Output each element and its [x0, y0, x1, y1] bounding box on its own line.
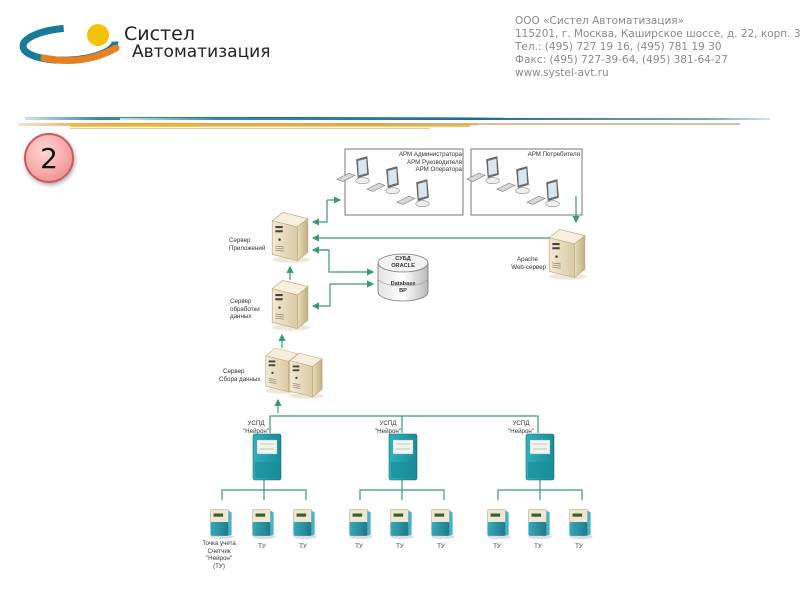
- label-line: СУБД: [395, 256, 411, 262]
- database-icon: [377, 253, 429, 302]
- label-line: Приложений: [229, 244, 266, 252]
- header-divider-stripes: [18, 117, 770, 129]
- label-line: Сервер: [223, 368, 245, 375]
- label-line: УСПД: [512, 420, 530, 427]
- company-phone: Тел.: (495) 727 19 16, (495) 781 19 30: [515, 41, 722, 53]
- label-line: BP: [399, 287, 407, 294]
- meter-icon: [430, 508, 455, 539]
- meter-icon: [389, 508, 414, 539]
- company-address: 115201, г. Москва, Каширское шоссе, д. 2…: [515, 28, 800, 40]
- web-server-icon: [548, 228, 587, 280]
- label-line: обработки: [230, 305, 260, 313]
- meter-label: ТУ: [493, 543, 501, 550]
- company-name: ООО «Систел Автоматизация»: [515, 15, 685, 27]
- uspd-label: УСПД "Нейрон": [368, 420, 408, 435]
- meter-label: ТУ: [396, 543, 404, 550]
- ws-label-manager: АРМ Руководителя: [406, 158, 462, 166]
- processing-server-label: Сервер обработки данных: [230, 298, 260, 321]
- uspd-label: УСПД "Нейрон": [501, 420, 541, 435]
- label-line: "Нейрон": [507, 427, 535, 435]
- uspd-device-icon: [252, 433, 282, 481]
- ws-label-admin: АРМ Администратора: [398, 151, 462, 158]
- collection-server-icon: [289, 352, 324, 400]
- logo-text-line1: Систел: [124, 23, 195, 45]
- workstations-left-labels: АРМ Администратора АРМ Руководителя АРМ …: [370, 151, 462, 174]
- connection-lines: [221, 196, 583, 500]
- company-website[interactable]: www.systel-avt.ru: [515, 67, 609, 79]
- label-line: Apache: [517, 256, 538, 263]
- company-fax: Факс: (495) 727-39-64, (495) 381-64-27: [515, 54, 728, 66]
- uspd-device-icon: [388, 433, 418, 481]
- label-line: УСПД: [379, 420, 397, 427]
- ws-label-consumer: АРМ Потребителя: [527, 151, 580, 158]
- label-line: УСПД: [247, 420, 265, 427]
- logo-swoosh-icon: [19, 24, 120, 64]
- meter-label: ТУ: [258, 543, 266, 550]
- uspd-label: УСПД "Нейрон": [236, 420, 276, 435]
- label-line: Точка учета: [202, 540, 236, 547]
- label-line: "Нейрон": [374, 427, 402, 435]
- meter-label: ТУ: [575, 543, 583, 550]
- meter-label: ТУ: [299, 543, 307, 550]
- meter-icon: [209, 508, 234, 539]
- label-line: Сервер: [229, 237, 251, 244]
- label-line: "Нейрон": [205, 555, 233, 562]
- meter-icon: [251, 508, 276, 539]
- company-logo: Систел Автоматизация: [14, 18, 284, 68]
- meter-icon: [568, 508, 593, 539]
- company-info: ООО «Систел Автоматизация» 115201, г. Мо…: [515, 15, 800, 80]
- label-line: Сервер: [230, 298, 252, 305]
- label-line: Web-сервер: [511, 263, 546, 271]
- label-line: Database: [390, 281, 416, 287]
- slide-number: 2: [40, 141, 58, 175]
- label-line: Счетчик: [207, 547, 231, 555]
- meter-icon: [292, 508, 317, 539]
- uspd-device-icon: [525, 433, 555, 481]
- meter-label: ТУ: [534, 543, 542, 550]
- meter-label: ТУ: [355, 543, 363, 550]
- label-line: Сбора данных: [219, 375, 261, 383]
- meter-label: ТУ: [437, 543, 445, 550]
- web-server-label: Apache Web-сервер: [490, 256, 546, 271]
- app-server-icon: [271, 211, 310, 263]
- meter-icon: [486, 508, 511, 539]
- meter-label-first: Точка учета Счетчик "Нейрон" (ТУ): [196, 540, 242, 570]
- processing-server-icon: [271, 279, 310, 331]
- collection-server-label: Сервер Сбора данных: [219, 368, 260, 383]
- meter-icon: [527, 508, 552, 539]
- label-line: (ТУ): [213, 562, 225, 570]
- label-line: данных: [230, 313, 252, 320]
- slide-number-badge: 2: [24, 133, 74, 183]
- database-bottom-label: Database BP: [380, 281, 426, 294]
- label-line: "Нейрон": [242, 427, 270, 435]
- label-line: ORACLE: [391, 262, 415, 269]
- database-top-label: СУБД ORACLE: [380, 256, 426, 269]
- ws-label-operator: АРМ Оператора: [415, 166, 463, 173]
- workstations-right-labels: АРМ Потребителя: [500, 151, 580, 159]
- logo-text-line2: Автоматизация: [132, 42, 271, 62]
- app-server-label: Сервер Приложений: [229, 237, 265, 252]
- meter-icon: [348, 508, 373, 539]
